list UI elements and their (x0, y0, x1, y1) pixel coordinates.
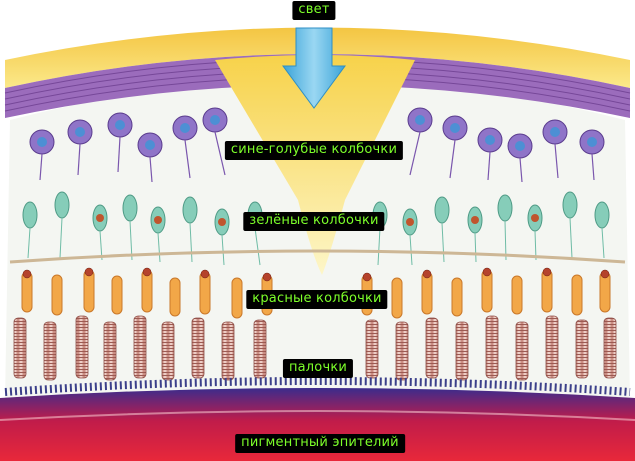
green-cone-nuclei (96, 214, 539, 226)
label-red-cones: красные колбочки (246, 290, 388, 309)
label-light: свет (292, 1, 336, 20)
nerve-fibre-layer (5, 54, 630, 118)
pigment-epithelium-highlight (0, 410, 635, 421)
rod-outer-segments (13, 315, 617, 381)
down-arrow-icon (282, 27, 346, 109)
blue-cone-dendrites (39, 131, 595, 183)
label-rods: палочки (282, 359, 354, 378)
fovea-funnel (215, 55, 415, 275)
label-blue-cones: сине-голубые колбочки (224, 141, 404, 160)
outer-plexiform-layer (9, 249, 626, 264)
pigment-epithelium-layer (0, 388, 635, 461)
label-green-cones: зелёные колбочки (243, 212, 385, 231)
label-pigment-epithelium: пигментный эпителий (235, 434, 405, 453)
red-cone-nuclei (22, 267, 610, 282)
blue-cone-cells (29, 107, 605, 159)
yellow-outer-layer (5, 27, 630, 88)
green-cone-processes (27, 217, 605, 266)
